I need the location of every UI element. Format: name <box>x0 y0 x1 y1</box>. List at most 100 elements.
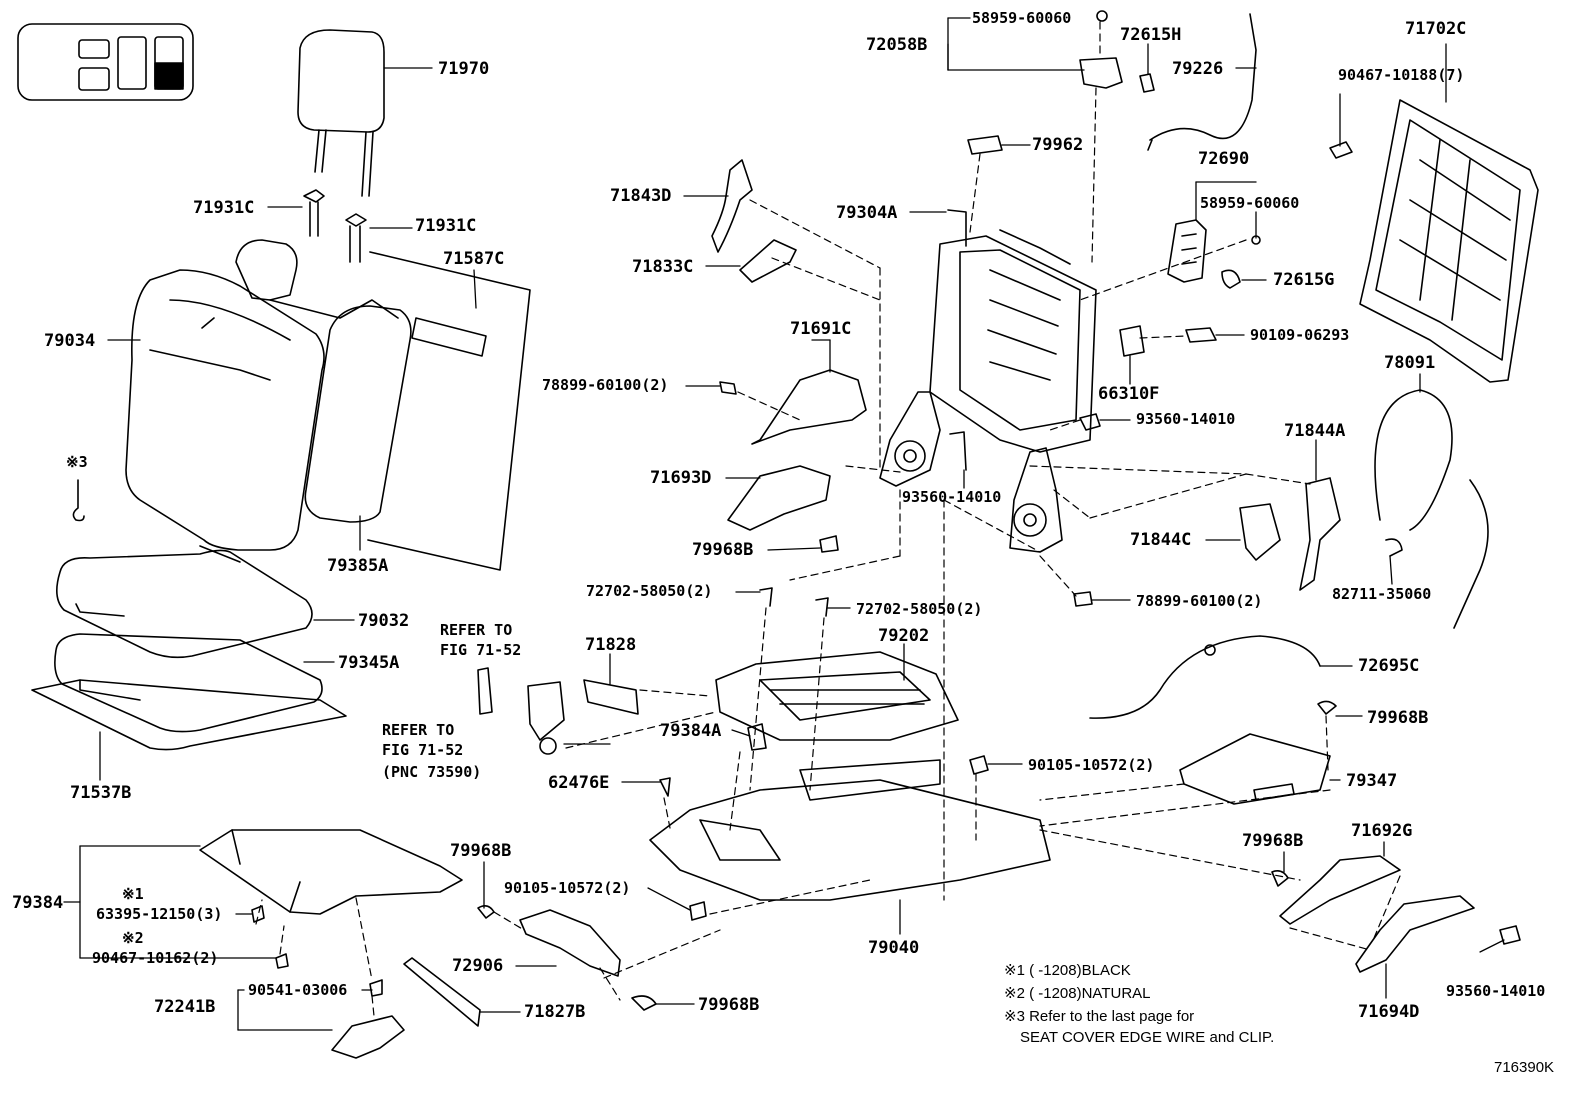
label-ref3: ※3 <box>66 453 88 471</box>
bolt-72702-b <box>815 597 829 617</box>
label-90105-a: 90105-10572(2) <box>1028 756 1155 774</box>
seat-frame-79202 <box>715 651 959 741</box>
label-58959-top: 58959-60060 <box>972 9 1072 27</box>
label-71828: 71828 <box>585 635 637 655</box>
clip-72615h <box>1139 73 1155 93</box>
label-79034: 79034 <box>44 331 96 351</box>
label-refer2-b: FIG 71-52 <box>382 741 464 759</box>
clip-90467-10162 <box>275 953 289 969</box>
bolt-90105-a <box>969 755 989 775</box>
label-72702-a: 72702-58050(2) <box>586 582 713 600</box>
lock-72690 <box>1167 219 1207 283</box>
label-72702-b: 72702-58050(2) <box>856 600 983 618</box>
guide-71931c-shapes <box>303 189 367 263</box>
recliner-left <box>879 391 941 487</box>
label-93560-a: 93560-14010 <box>1136 410 1236 428</box>
label-79202: 79202 <box>878 626 930 646</box>
cover-71844c <box>1239 503 1281 561</box>
label-72058b: 72058B <box>866 35 928 55</box>
bolt-93560-c <box>1499 925 1521 945</box>
label-62476e: 62476E <box>548 773 610 793</box>
label-71827b: 71827B <box>524 1002 586 1022</box>
label-79384a: 79384A <box>660 721 722 741</box>
footnote-3: ※3 Refer to the last page for <box>1004 1008 1195 1025</box>
label-71931c-b: 71931C <box>415 216 477 236</box>
label-refer2-c: (PNC 73590) <box>382 763 482 781</box>
label-79385a: 79385A <box>327 556 389 576</box>
label-79968b-e: 79968B <box>698 995 760 1015</box>
label-79968b-b: 79968B <box>1367 708 1429 728</box>
label-79968b-d: 79968B <box>450 841 512 861</box>
label-78899-b: 78899-60100(2) <box>1136 592 1263 610</box>
label-refer2-a: REFER TO <box>382 721 455 739</box>
label-71694d: 71694D <box>1358 1002 1420 1022</box>
bracket-72906 <box>519 909 621 977</box>
cover-79384 <box>199 829 463 915</box>
label-79226: 79226 <box>1172 59 1224 79</box>
seat-position-icon <box>17 23 194 101</box>
recliner-right <box>1009 447 1063 553</box>
label-79968b-a: 79968B <box>692 540 754 560</box>
label-refer1-a: REFER TO <box>440 621 513 639</box>
label-58959-mid: 58959-60060 <box>1200 194 1300 212</box>
label-90467-10162: 90467-10162(2) <box>92 949 219 967</box>
cover-72241b <box>331 1015 405 1059</box>
label-82711: 82711-35060 <box>1332 585 1432 603</box>
cover-sheet-71587c <box>367 251 531 571</box>
cable-78091 <box>1374 389 1489 629</box>
label-72695c: 72695C <box>1358 656 1420 676</box>
bolt-72702-a <box>759 587 773 607</box>
screw-78899-a <box>719 381 737 395</box>
label-79032: 79032 <box>358 611 410 631</box>
bolt-58959-top <box>1096 10 1108 22</box>
headrest-71970-shape <box>297 29 385 197</box>
label-78091: 78091 <box>1384 353 1436 373</box>
bracket-79962 <box>967 135 1003 155</box>
label-72690: 72690 <box>1198 149 1250 169</box>
seatback-frame-pad <box>235 239 399 319</box>
label-71833c: 71833C <box>632 257 694 277</box>
cushion-pad-79345a <box>54 633 323 733</box>
leader-lines <box>63 17 1505 1031</box>
label-79962: 79962 <box>1032 135 1084 155</box>
label-71702c: 71702C <box>1405 19 1467 39</box>
diagram-id: 716390K <box>1494 1059 1555 1076</box>
label-71587c: 71587C <box>443 249 505 269</box>
label-79304a: 79304A <box>836 203 898 223</box>
bracket-79384a <box>747 723 767 751</box>
screw-78899-b <box>1073 591 1093 607</box>
back-frame-79304a <box>929 209 1097 453</box>
edge-wire-clip <box>72 479 85 522</box>
bolt-90109 <box>1185 327 1217 343</box>
label-79968b-c: 79968B <box>1242 831 1304 851</box>
cover-71827b <box>403 957 481 1027</box>
label-71931c-a: 71931C <box>193 198 255 218</box>
clip-72615g <box>1221 269 1241 289</box>
bracket-66310f <box>1119 325 1145 357</box>
clip-79968b-a <box>819 535 839 553</box>
label-ref1: ※1 <box>122 885 144 903</box>
label-66310f: 66310F <box>1098 384 1160 404</box>
clip-79968b-d <box>477 904 495 919</box>
cover-71844a <box>1299 477 1341 591</box>
bolt-90467-10188 <box>1329 141 1353 159</box>
label-72906: 72906 <box>452 956 504 976</box>
label-72241b: 72241B <box>154 997 216 1017</box>
label-71692g: 71692G <box>1351 821 1413 841</box>
footnote-2: ※2 ( -1208)NATURAL <box>1004 985 1151 1002</box>
label-93560-c: 93560-14010 <box>1446 982 1546 1000</box>
label-71843d: 71843D <box>610 186 672 206</box>
label-71970: 71970 <box>438 59 490 79</box>
label-90541: 90541-03006 <box>248 981 348 999</box>
bolt-90541 <box>369 979 383 997</box>
cable-72695c <box>1089 635 1321 719</box>
assembly-dashed-lines <box>255 21 1401 1017</box>
label-71537b: 71537B <box>70 783 132 803</box>
bracket-72058b <box>1079 57 1123 89</box>
bolt-93560-b <box>949 431 967 471</box>
lever-71843d <box>711 159 753 253</box>
label-90467-10188: 90467-10188(7) <box>1338 66 1465 84</box>
back-panel-71702c <box>1359 99 1539 383</box>
footnote-1: ※1 ( -1208)BLACK <box>1004 962 1131 979</box>
